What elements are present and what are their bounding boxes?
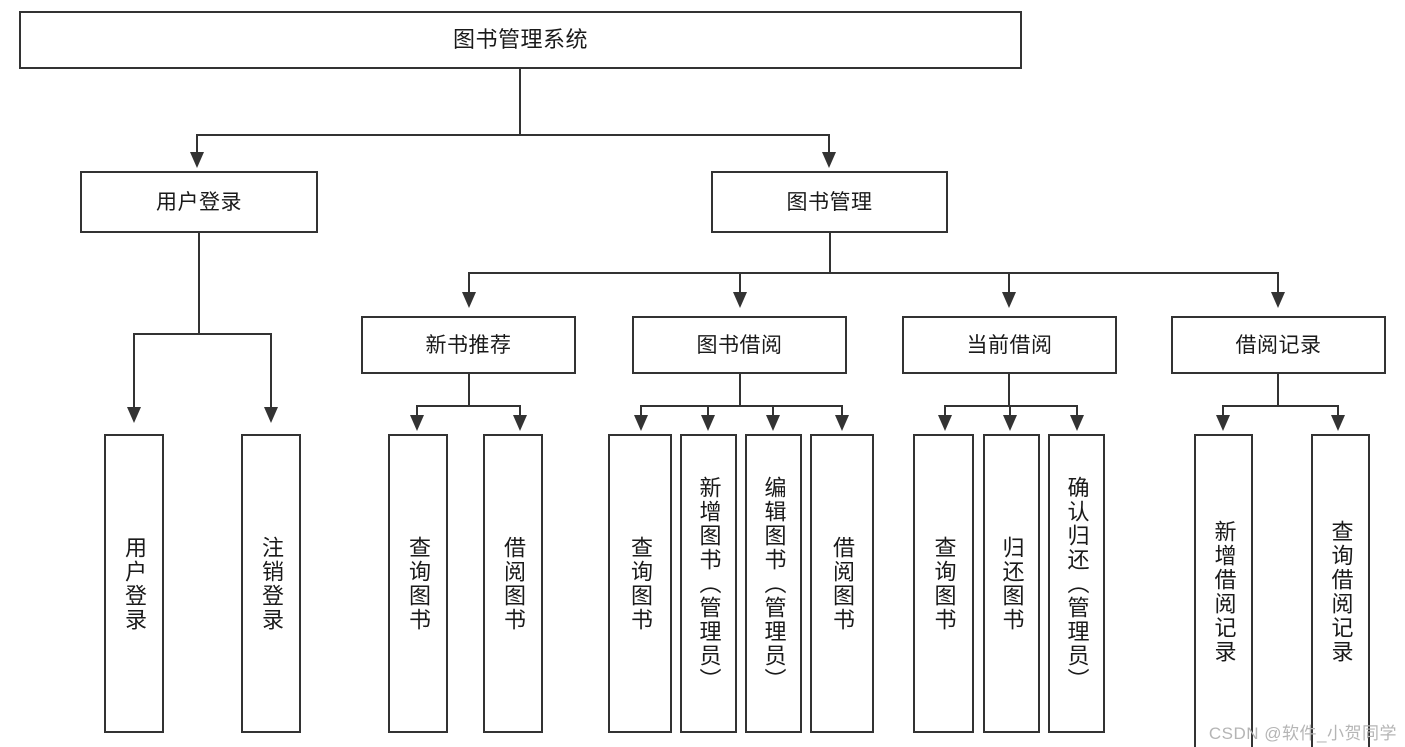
arrowhead-current-borrow: [1002, 292, 1016, 308]
connector-current-borrow-stem: [1008, 374, 1010, 406]
node-label: 注销登录: [258, 535, 284, 632]
node-label: 图书管理: [786, 190, 873, 214]
arrowhead-leaf-query-book-1: [410, 415, 424, 431]
arrowhead-leaf-logout: [264, 407, 278, 423]
node-current-borrow[interactable]: 当前借阅: [902, 316, 1117, 374]
connector-root-bus: [196, 134, 830, 136]
arrowhead-leaf-add-record: [1216, 415, 1230, 431]
leaf-return-book[interactable]: 归还图书: [983, 434, 1040, 733]
connector-bb-drop-4: [841, 405, 843, 417]
arrowhead-leaf-borrow-book-2: [835, 415, 849, 431]
leaf-query-book-3[interactable]: 查询图书: [913, 434, 974, 733]
arrowhead-leaf-query-book-3: [938, 415, 952, 431]
node-borrow-record[interactable]: 借阅记录: [1171, 316, 1386, 374]
arrowhead-leaf-return-book: [1003, 415, 1017, 431]
connector-cb-drop-3: [1076, 405, 1078, 417]
arrowhead-leaf-edit-book: [766, 415, 780, 431]
arrowhead-user-login: [190, 152, 204, 168]
node-new-book-recommend[interactable]: 新书推荐: [361, 316, 576, 374]
connector-root-to-user-login: [196, 134, 198, 154]
connector-user-login-bus: [133, 333, 272, 335]
connector-br-drop-2: [1337, 405, 1339, 417]
connector-user-login-drop-1: [133, 333, 135, 409]
node-label: 新增借阅记录: [1211, 520, 1237, 664]
connector-bb-drop-1: [640, 405, 642, 417]
leaf-edit-book[interactable]: 编辑图书（管理员）: [745, 434, 802, 733]
arrowhead-leaf-user-login: [127, 407, 141, 423]
connector-borrow-record-bus: [1222, 405, 1338, 407]
node-label: 查询图书: [627, 535, 653, 632]
leaf-confirm-return[interactable]: 确认归还（管理员）: [1048, 434, 1105, 733]
connector-book-borrow-stem: [739, 374, 741, 406]
node-book-borrow[interactable]: 图书借阅: [632, 316, 847, 374]
connector-nb-drop-1: [416, 405, 418, 417]
node-label: 图书管理系统: [452, 27, 588, 52]
connector-root-to-book-management: [828, 134, 830, 154]
connector-bb-drop-3: [772, 405, 774, 417]
leaf-logout[interactable]: 注销登录: [241, 434, 301, 733]
connector-book-borrow-bus: [640, 405, 843, 407]
connector-bm-drop-4: [1277, 272, 1279, 294]
node-label: 用户登录: [121, 535, 147, 632]
leaf-add-record[interactable]: 新增借阅记录: [1194, 434, 1253, 747]
arrowhead-book-borrow: [733, 292, 747, 308]
node-label: 查询图书: [931, 535, 957, 632]
arrowhead-new-book-recommend: [462, 292, 476, 308]
leaf-add-book[interactable]: 新增图书（管理员）: [680, 434, 737, 733]
arrowhead-leaf-query-record: [1331, 415, 1345, 431]
arrowhead-leaf-confirm-return: [1070, 415, 1084, 431]
node-label: 借阅图书: [500, 535, 526, 632]
node-label: 确认归还（管理员）: [1064, 475, 1090, 692]
arrowhead-book-management: [822, 152, 836, 168]
leaf-query-book-2[interactable]: 查询图书: [608, 434, 672, 733]
arrowhead-leaf-query-book-2: [634, 415, 648, 431]
connector-bm-drop-3: [1008, 272, 1010, 294]
connector-bb-drop-2: [707, 405, 709, 417]
connector-new-book-stem: [468, 374, 470, 406]
connector-root-stem: [519, 69, 521, 135]
leaf-query-record[interactable]: 查询借阅记录: [1311, 434, 1370, 747]
node-label: 当前借阅: [966, 333, 1053, 357]
node-book-management[interactable]: 图书管理: [711, 171, 948, 233]
connector-current-borrow-bus: [944, 405, 1078, 407]
arrowhead-borrow-record: [1271, 292, 1285, 308]
leaf-borrow-book-2[interactable]: 借阅图书: [810, 434, 874, 733]
node-user-login[interactable]: 用户登录: [80, 171, 318, 233]
node-root-system[interactable]: 图书管理系统: [19, 11, 1022, 69]
connector-br-drop-1: [1222, 405, 1224, 417]
arrowhead-leaf-borrow-book-1: [513, 415, 527, 431]
connector-user-login-drop-2: [270, 333, 272, 409]
node-label: 图书借阅: [696, 333, 783, 357]
node-label: 查询图书: [405, 535, 431, 632]
connector-cb-drop-1: [944, 405, 946, 417]
leaf-query-book-1[interactable]: 查询图书: [388, 434, 448, 733]
connector-new-book-bus: [416, 405, 521, 407]
node-label: 查询借阅记录: [1328, 520, 1354, 664]
leaf-borrow-book-1[interactable]: 借阅图书: [483, 434, 543, 733]
arrowhead-leaf-add-book: [701, 415, 715, 431]
connector-book-management-stem: [829, 233, 831, 273]
node-label: 借阅图书: [829, 535, 855, 632]
connector-book-management-bus: [468, 272, 1279, 274]
node-label: 新书推荐: [425, 333, 512, 357]
node-label: 新增图书（管理员）: [696, 475, 722, 692]
connector-borrow-record-stem: [1277, 374, 1279, 406]
connector-bm-drop-1: [468, 272, 470, 294]
node-label: 归还图书: [999, 535, 1025, 632]
connector-bm-drop-2: [739, 272, 741, 294]
connector-user-login-stem: [198, 233, 200, 334]
node-label: 编辑图书（管理员）: [761, 475, 787, 692]
leaf-user-login[interactable]: 用户登录: [104, 434, 164, 733]
connector-nb-drop-2: [519, 405, 521, 417]
node-label: 用户登录: [156, 190, 242, 214]
connector-cb-drop-2: [1009, 405, 1011, 417]
node-label: 借阅记录: [1235, 333, 1322, 357]
